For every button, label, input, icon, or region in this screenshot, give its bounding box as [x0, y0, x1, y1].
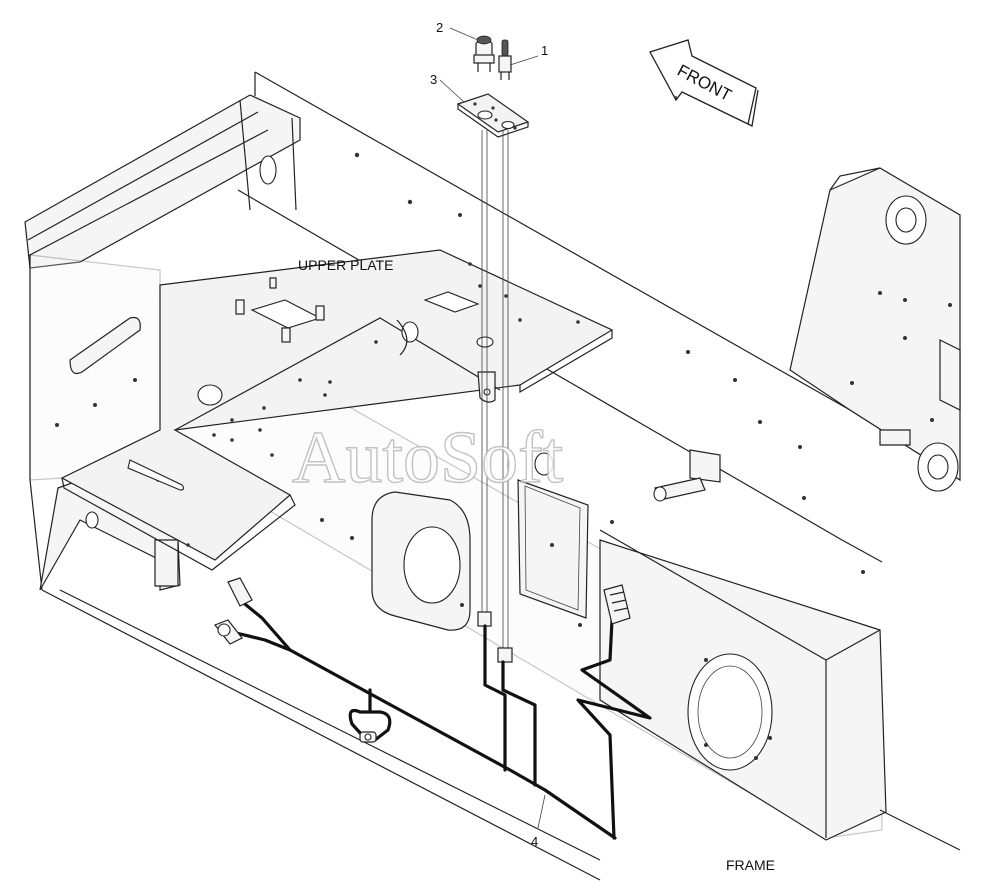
upper-plate: [60, 249, 614, 571]
callout-1: 1: [541, 43, 548, 58]
callout-3: 3: [430, 72, 437, 87]
wiring-harness: [214, 577, 652, 840]
front-arrow: FRONT: [649, 39, 759, 127]
callout-2: 2: [436, 20, 443, 35]
callout-leaders: [439, 27, 546, 829]
callout-4: 4: [531, 834, 538, 849]
switch-assembly: [456, 35, 530, 663]
watermark: AutoSoft: [292, 417, 564, 499]
upper-plate-label: UPPER PLATE: [298, 257, 393, 273]
frame-label: FRAME: [726, 857, 775, 873]
